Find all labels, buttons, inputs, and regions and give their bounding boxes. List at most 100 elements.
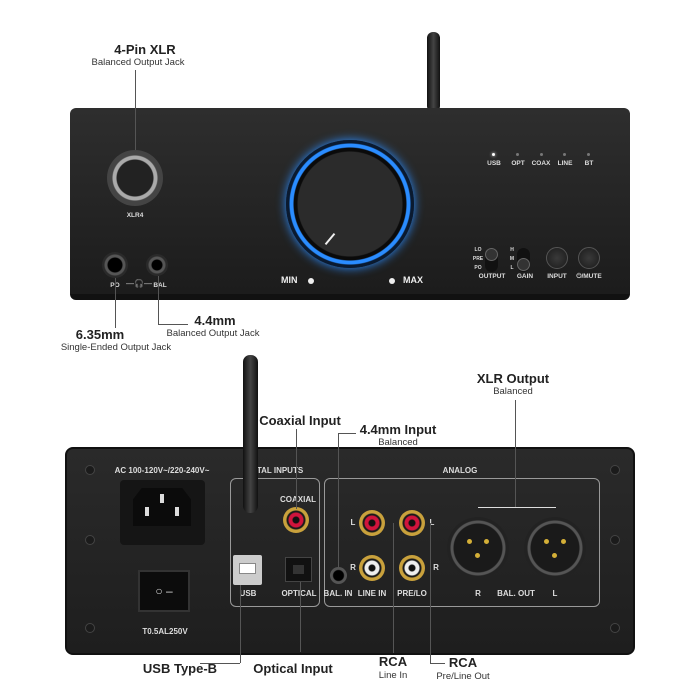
callout-line: [240, 585, 241, 663]
front-antenna: [427, 32, 440, 112]
max-dot: [389, 278, 395, 284]
output-lo: LO: [474, 247, 482, 253]
led-label: OPT: [511, 160, 525, 167]
callout-line: [296, 429, 297, 509]
xlr-out-r: [447, 517, 509, 579]
output-switch[interactable]: [485, 248, 498, 272]
l-label: L: [350, 518, 356, 527]
digital-label: TAL INPUTS: [256, 466, 304, 475]
screw-icon: [610, 535, 620, 545]
l-label: L: [429, 518, 435, 527]
in44-callout-sub: Balanced: [378, 437, 418, 448]
screw-icon: [85, 535, 95, 545]
xlr4-label: XLR4: [126, 212, 144, 219]
xlr-callout-title: 4-Pin XLR: [114, 42, 176, 57]
callout-line: [515, 400, 516, 507]
jack635-callout-line: [115, 278, 116, 328]
gain-switch[interactable]: [517, 248, 530, 272]
callout-line: [338, 433, 356, 434]
xlr-out-callout: XLR Output: [476, 371, 550, 386]
rca-in-callout: RCA: [378, 654, 408, 669]
callout-line: [338, 433, 339, 568]
led-opt: [516, 153, 519, 156]
screw-icon: [610, 465, 620, 475]
xlr-out-callout-sub: Balanced: [493, 386, 533, 397]
led-usb: [492, 153, 495, 156]
usb-label: USB: [239, 589, 257, 598]
output-po: PO: [474, 265, 482, 271]
led-bt: [587, 153, 590, 156]
jack635-callout-sub: Single-Ended Output Jack: [60, 342, 172, 353]
xlr-l-label: L: [552, 589, 558, 598]
led-coax: [540, 153, 543, 156]
xlr-callout-line: [135, 70, 136, 155]
min-label: MIN: [281, 275, 298, 285]
mute-power-button[interactable]: [578, 247, 600, 269]
min-dot: [308, 278, 314, 284]
coaxial-jack: [283, 507, 309, 533]
gain-label: GAIN: [516, 273, 534, 280]
r-label: R: [350, 563, 356, 572]
input-button[interactable]: [546, 247, 568, 269]
callout-line: [300, 582, 301, 652]
screw-icon: [85, 465, 95, 475]
analog-label: ANALOG: [442, 466, 478, 475]
led-label: USB: [487, 160, 501, 167]
callout-line: [478, 507, 556, 508]
line-in-label: LINE IN: [357, 589, 387, 598]
gain-l: L: [510, 265, 514, 271]
pre-lo-r-jack: [399, 555, 425, 581]
input-label: INPUT: [547, 273, 567, 280]
xlr-out-l: [524, 517, 586, 579]
rca-in-callout-sub: Line In: [378, 670, 408, 681]
jack44-callout-line: [158, 276, 159, 324]
rca-out-callout: RCA: [448, 655, 478, 670]
output-label: OUTPUT: [478, 273, 506, 280]
rca-out-callout-sub: Pre/Line Out: [436, 671, 490, 682]
bal-label: BAL: [153, 282, 167, 289]
volume-knob[interactable]: [286, 140, 414, 268]
headphone-jack-635: [102, 252, 128, 278]
screw-icon: [85, 623, 95, 633]
callout-line: [393, 523, 394, 653]
led-label: COAX: [531, 160, 551, 167]
gain-m: M: [509, 256, 515, 262]
usb-b-port: [233, 555, 262, 585]
jack44-callout-sub: Balanced Output Jack: [166, 328, 260, 339]
optical-callout: Optical Input: [253, 661, 333, 676]
power-inlet: [120, 480, 205, 545]
output-pre: PRE: [472, 256, 484, 262]
ac-label: AC 100-120V~/220-240V~: [114, 466, 210, 475]
line-in-r-jack: [359, 555, 385, 581]
headphone-jack-44: [146, 254, 168, 276]
jack635-callout-title: 6.35mm: [75, 327, 125, 342]
bal-out-label: BAL. OUT: [497, 589, 535, 598]
digital-inputs-section: [230, 478, 320, 607]
xlr-r-label: R: [475, 589, 481, 598]
fuse-label: T0.5AL250V: [142, 627, 188, 636]
usb-b-callout: USB Type-B: [142, 661, 218, 676]
led-label: BT: [584, 160, 594, 167]
jack44-callout-line-h: [158, 324, 188, 325]
screw-icon: [610, 623, 620, 633]
xlr-callout-sub: Balanced Output Jack: [91, 57, 185, 68]
callout-line: [430, 663, 445, 664]
jack44-callout-title: 4.4mm: [194, 313, 236, 328]
in44-callout: 4.4mm Input: [359, 422, 437, 437]
gain-h: H: [510, 247, 514, 253]
pre-lo-label: PRE/LO: [397, 589, 427, 598]
callout-line: [200, 663, 240, 664]
analog-section: [324, 478, 600, 607]
optical-label: OPTICAL: [281, 589, 317, 598]
pre-lo-l-jack: [399, 510, 425, 536]
mute-label: ⏻/MUTE: [576, 273, 602, 280]
r-label: R: [433, 563, 439, 572]
headphone-icon: —🎧—: [126, 279, 152, 288]
power-switch[interactable]: ○ –: [138, 570, 190, 612]
coaxial-callout: Coaxial Input: [259, 413, 341, 428]
coaxial-label: COAXIAL: [280, 495, 316, 504]
led-label: LINE: [557, 160, 573, 167]
max-label: MAX: [403, 275, 423, 285]
back-antenna: [243, 355, 258, 513]
line-in-l-jack: [359, 510, 385, 536]
